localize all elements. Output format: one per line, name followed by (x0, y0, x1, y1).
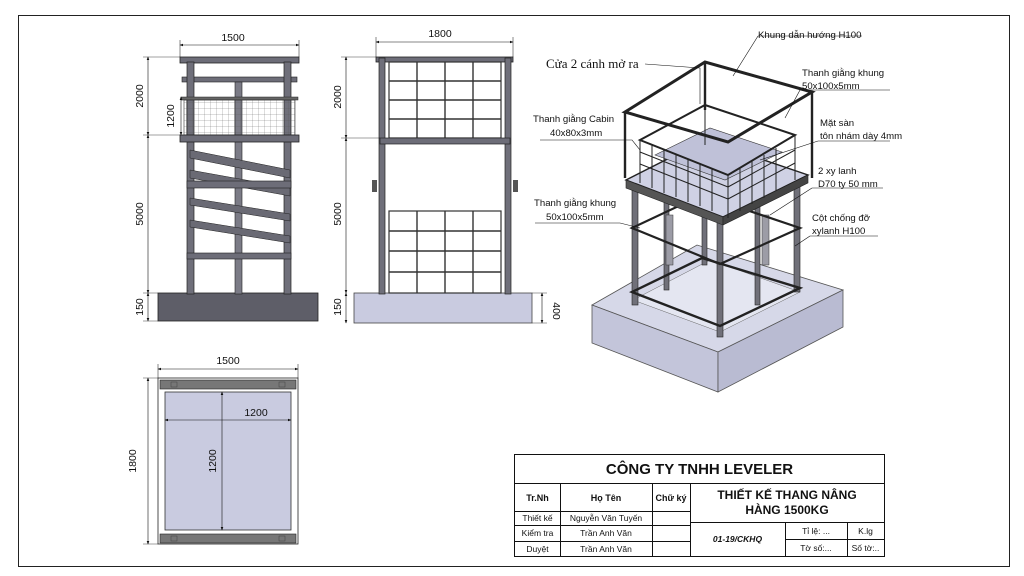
row-role-3: Duyệt (526, 543, 549, 554)
side-elevation: 1500 2000 5000 150 1200 (134, 32, 319, 322)
scale-field: Tỉ lệ: ... (802, 525, 830, 536)
callout-column-2: xylanh H100 (812, 226, 865, 237)
callout-cylinder-1: 2 xy lanh (818, 166, 856, 177)
side-base (157, 292, 319, 322)
project-title: THIẾT KẾ THANG NÂNG HÀNG 1500KG (690, 484, 884, 522)
project-title-line1: THIẾT KẾ THANG NÂNG (717, 488, 857, 502)
company-name: CÔNG TY TNHH LEVELER (605, 460, 794, 478)
project-title-line2: HÀNG 1500KG (745, 503, 829, 517)
callout-cabin-brace-1: Thanh giằng Cabin (533, 114, 614, 125)
dim-side-cabin-height: 2000 (134, 84, 146, 108)
sheet-count-field: Số tờ:.. (851, 542, 880, 553)
row-name-1: Nguyễn Văn Tuyến (569, 513, 643, 523)
dim-front-width: 1800 (428, 28, 452, 40)
row-role-2: Kiểm tra (521, 528, 554, 538)
plan-floor (164, 391, 292, 531)
callout-cylinder-2: D70 ty 50 mm (818, 179, 878, 190)
callout-door: Cửa 2 cánh mở ra (546, 56, 639, 71)
callout-column-1: Cột chống đỡ (812, 213, 871, 224)
callout-cabin-brace-2: 40x80x3mm (550, 128, 602, 139)
plan-view: 1500 1800 1200 1200 (127, 355, 299, 545)
front-base (353, 292, 533, 324)
mass-field: K.lg (858, 525, 873, 536)
callout-frame-brace-top-2: 50x100x5mm (802, 81, 860, 92)
header-sign: Chữ ký (655, 492, 687, 503)
dim-floor-depth: 1200 (207, 449, 219, 473)
isometric-view: Cửa 2 cánh mở ra Khung dẫn hướng H100 Th… (533, 30, 902, 393)
dim-front-shaft-height: 5000 (332, 202, 344, 226)
callout-floor-2: tôn nhám dày 4mm (820, 131, 902, 142)
sheet-field: Tờ số:... (800, 542, 832, 553)
front-elevation: 1800 2000 5000 150 400 (332, 28, 562, 324)
callout-frame-brace-low-2: 50x100x5mm (546, 212, 604, 223)
dim-side-base-height: 150 (134, 298, 146, 316)
title-block: CÔNG TY TNHH LEVELER Tr.Nh Họ Tên Chữ ký… (514, 454, 885, 557)
dim-side-shaft-height: 5000 (134, 202, 146, 226)
row-role-1: Thiết kế (522, 513, 553, 523)
dim-plan-width: 1500 (216, 355, 240, 367)
drawing-number: 01-19/CKHQ (712, 534, 763, 544)
callout-guide-frame: Khung dẫn hướng H100 (758, 30, 861, 41)
callout-frame-brace-top-1: Thanh giằng khung (802, 68, 884, 79)
dim-floor-width: 1200 (244, 407, 268, 419)
header-no: Tr.Nh (526, 492, 549, 503)
row-name-3: Trần Anh Văn (580, 543, 632, 554)
callout-floor-1: Mặt sàn (820, 118, 854, 129)
dim-pit-depth: 400 (550, 302, 562, 320)
dim-side-rail-height: 1200 (165, 104, 177, 128)
dim-plan-depth: 1800 (127, 449, 139, 473)
sheet-border (18, 15, 1010, 567)
header-name: Họ Tên (590, 492, 622, 503)
dim-front-cabin-height: 2000 (332, 85, 344, 109)
callout-frame-brace-low-1: Thanh giằng khung (534, 198, 616, 209)
dim-front-base-height: 150 (332, 298, 344, 316)
dim-side-width: 1500 (221, 32, 245, 44)
row-name-2: Trần Anh Văn (580, 528, 632, 538)
